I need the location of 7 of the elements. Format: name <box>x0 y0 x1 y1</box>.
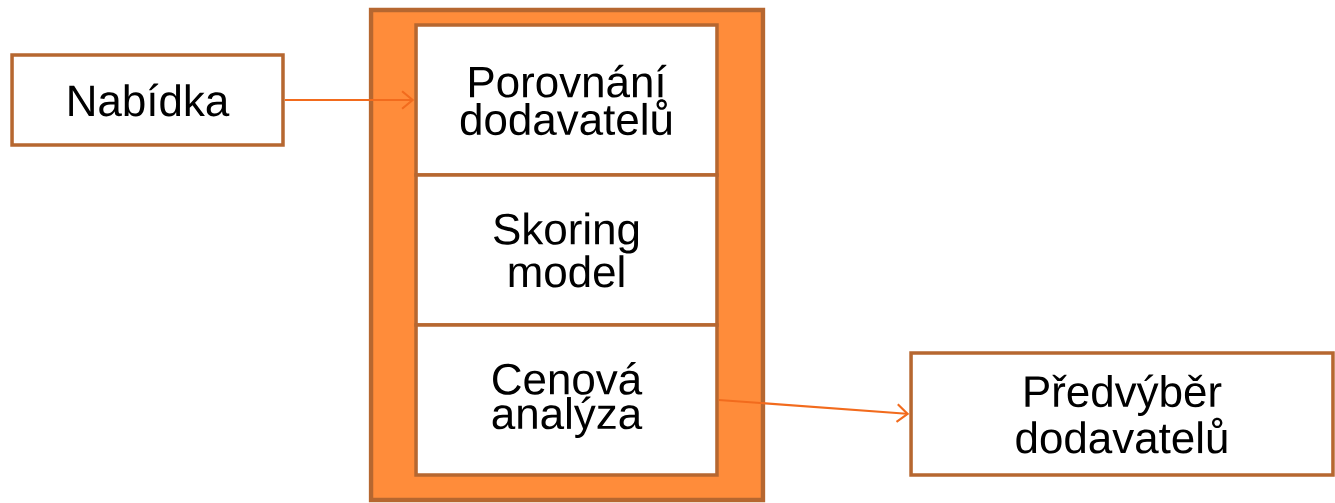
arrow <box>718 398 910 423</box>
step-box: Nabídka <box>10 53 285 147</box>
arrow <box>284 90 415 110</box>
process-box: Porovnání dodavatelů <box>414 23 719 177</box>
process-box: Cenová analýza <box>414 323 719 477</box>
process-box: Skoring model <box>414 173 719 327</box>
step-box: Předvýběr dodavatelů <box>909 351 1335 477</box>
